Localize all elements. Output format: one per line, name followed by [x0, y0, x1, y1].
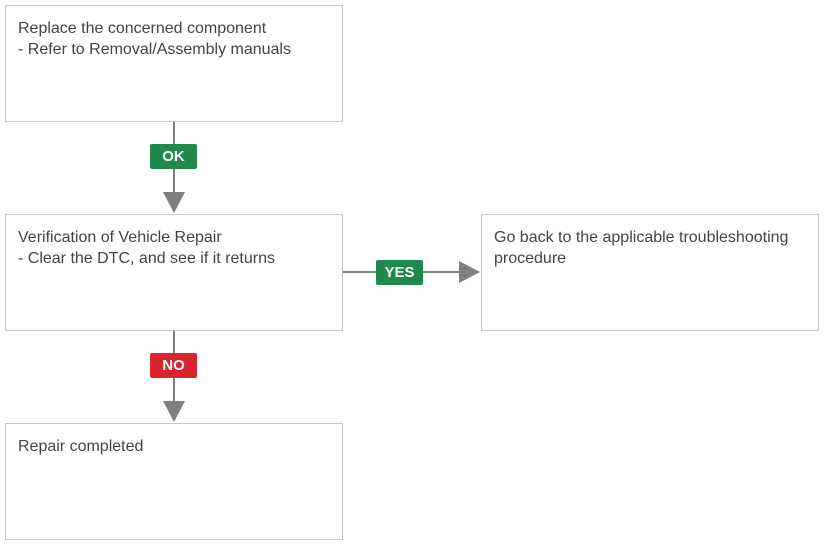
step-verify-title: Verification of Vehicle Repair [18, 229, 222, 246]
arrowhead-down-icon [163, 401, 185, 422]
arrowhead-down-icon [163, 192, 185, 213]
step-repair-completed: Repair completed [5, 423, 343, 540]
step-replace-component: Replace the concerned component - Refer … [5, 5, 343, 122]
ok-badge: OK [150, 144, 197, 169]
step-verify-repair: Verification of Vehicle Repair - Clear t… [5, 214, 343, 331]
step-replace-note: - Refer to Removal/Assembly manuals [18, 41, 291, 58]
step-go-back-text: Go back to the applicable troubleshootin… [494, 229, 789, 267]
step-go-back: Go back to the applicable troubleshootin… [481, 214, 819, 331]
arrowhead-right-icon [459, 261, 480, 283]
step-verify-note: - Clear the DTC, and see if it returns [18, 250, 275, 267]
no-badge: NO [150, 353, 197, 378]
step-replace-title: Replace the concerned component [18, 20, 267, 37]
step-done-title: Repair completed [18, 438, 144, 455]
yes-badge: YES [376, 260, 423, 285]
